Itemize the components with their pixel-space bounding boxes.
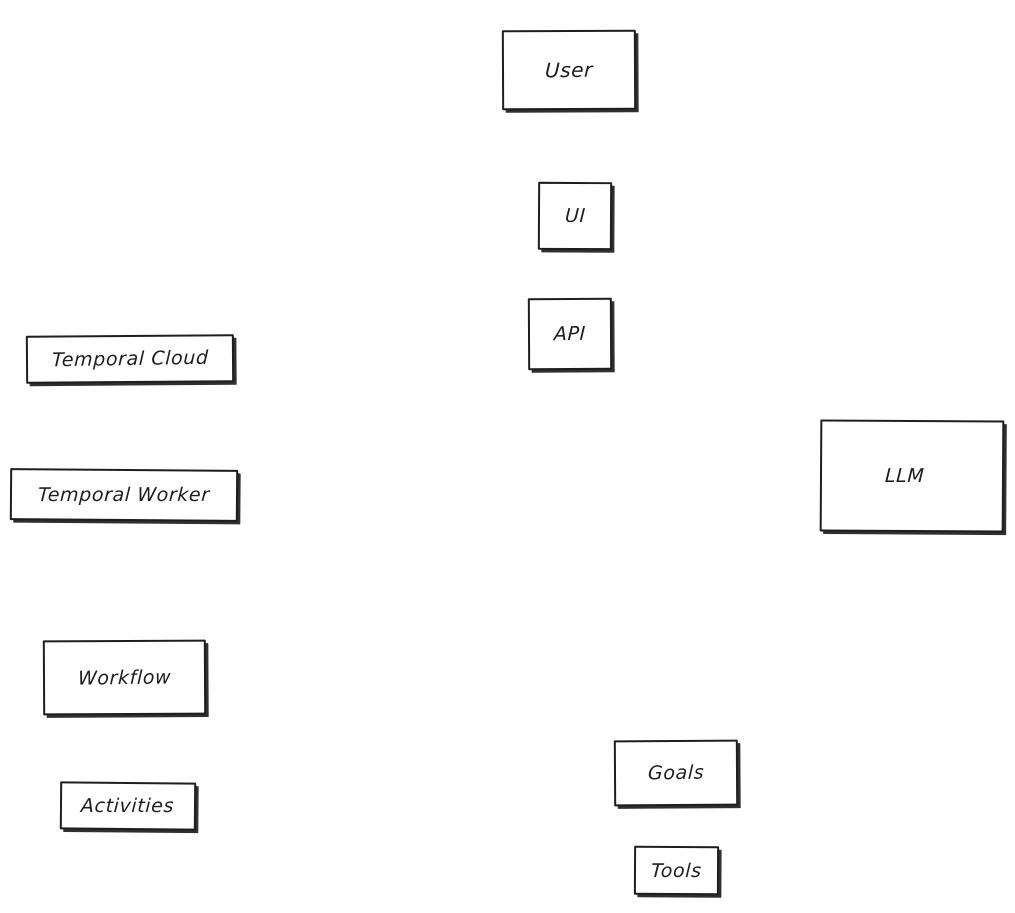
node-goals-label: Goals [647,761,705,785]
clipped-header-text [0,0,1015,6]
node-ui-label: UI [564,204,586,228]
node-workflow[interactable]: Workflow [42,639,207,716]
node-workflow-label: Workflow [77,665,172,690]
node-api[interactable]: API [527,297,613,371]
node-user-label: User [544,57,594,83]
node-api-label: API [553,322,587,346]
node-goals[interactable]: Goals [613,739,739,807]
node-tools-label: Tools [650,859,703,882]
node-activities-label: Activities [80,795,176,817]
node-llm[interactable]: LLM [819,419,1005,533]
node-ui[interactable]: UI [537,181,613,251]
node-llm-label: LLM [884,464,926,488]
node-tools[interactable]: Tools [633,845,720,896]
node-activities[interactable]: Activities [59,781,197,831]
node-user[interactable]: User [501,29,637,111]
node-temporal-cloud-label: Temporal Cloud [51,346,209,372]
node-temporal-worker[interactable]: Temporal Worker [9,468,239,522]
node-temporal-worker-label: Temporal Worker [37,483,211,507]
node-temporal-cloud[interactable]: Temporal Cloud [25,334,235,384]
